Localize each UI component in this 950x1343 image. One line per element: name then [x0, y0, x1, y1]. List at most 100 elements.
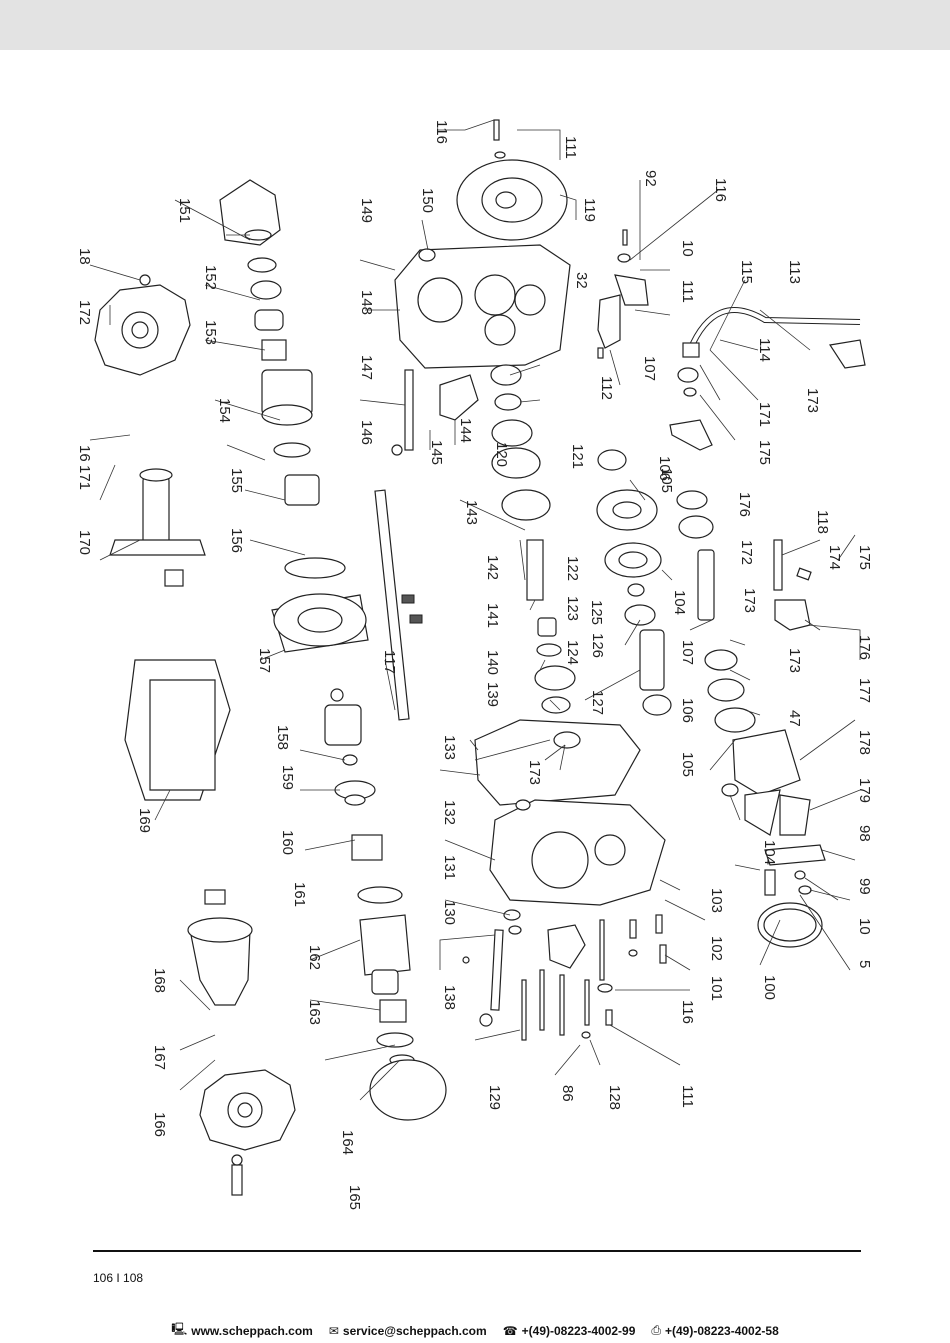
fax-number: +(49)-08223-4002-58	[665, 1323, 779, 1338]
part-label: 10	[679, 240, 696, 257]
footer-rule	[93, 1250, 861, 1252]
leader-lines	[89, 119, 861, 1101]
part-label: 178	[856, 730, 873, 755]
email-link[interactable]: service@scheppach.com	[342, 1323, 487, 1338]
second-column-assembly	[219, 179, 447, 1121]
part-label: 118	[814, 510, 831, 534]
part-label: 125	[588, 600, 605, 625]
part-label: 133	[441, 735, 458, 760]
part-label: 172	[738, 540, 755, 565]
header-band	[0, 0, 950, 50]
part-label: 47	[786, 710, 803, 727]
part-label: 92	[642, 170, 659, 187]
part-label: 111	[679, 1085, 696, 1108]
part-label: 145	[428, 440, 445, 465]
part-label: 132	[441, 800, 458, 825]
part-label: 124	[564, 640, 581, 665]
part-label: 119	[581, 198, 598, 222]
part-label: 116	[712, 178, 729, 202]
part-label: 176	[736, 492, 753, 517]
part-label: 173	[786, 648, 803, 673]
part-label: 152	[202, 265, 219, 290]
part-label: 130	[441, 900, 458, 925]
part-label: 151	[176, 198, 193, 223]
part-label: 167	[151, 1045, 168, 1070]
part-label: 103	[708, 888, 725, 913]
part-label: 143	[463, 500, 480, 525]
part-label: 174	[826, 545, 843, 570]
part-label: 115	[738, 260, 755, 284]
part-labels: 32 111 116 119 92 116 10 111 112 107 115…	[76, 120, 873, 1210]
part-label: 177	[856, 678, 873, 703]
part-label: 179	[856, 778, 873, 803]
part-label: 104	[761, 840, 778, 865]
part-label: 150	[419, 188, 436, 213]
part-label: 175	[756, 440, 773, 465]
part-label: 176	[856, 635, 873, 660]
part-label: 105	[679, 752, 696, 777]
footer-contact-bar: 🖳 www.scheppach.com ✉ service@scheppach.…	[0, 1318, 950, 1343]
part-label: 107	[679, 640, 696, 665]
part-label: 121	[569, 444, 586, 469]
part-label: 98	[856, 825, 873, 842]
part-label: 5	[856, 960, 873, 968]
part-label: 116	[433, 120, 450, 144]
part-label: 131	[441, 855, 458, 880]
part-label: 141	[484, 603, 501, 628]
exploded-parts-diagram: 32 111 116 119 92 116 10 111 112 107 115…	[0, 100, 950, 1240]
page-number: 106 I 108	[93, 1271, 144, 1285]
part-label: 163	[306, 1000, 323, 1025]
part-label: 138	[441, 985, 458, 1010]
diagram-canvas: 32 111 116 119 92 116 10 111 112 107 115…	[76, 119, 873, 1210]
website-link[interactable]: www.scheppach.com	[191, 1323, 313, 1338]
part-label: 128	[606, 1085, 623, 1110]
part-label: 16	[76, 445, 93, 462]
phone-number: +(49)-08223-4002-99	[521, 1323, 636, 1338]
part-label: 105	[658, 468, 675, 493]
part-label: 160	[279, 830, 296, 855]
part-label: 102	[708, 936, 725, 961]
part-label: 129	[486, 1085, 503, 1110]
phone-icon: ☎	[502, 1323, 518, 1338]
part-label: 172	[76, 300, 93, 325]
part-label: 165	[346, 1185, 363, 1210]
part-label: 111	[679, 280, 696, 303]
right-assembly	[596, 229, 866, 948]
part-label: 126	[589, 633, 606, 658]
footer-email[interactable]: ✉ service@scheppach.com	[329, 1324, 487, 1338]
part-label: 10	[856, 918, 873, 935]
part-label: 86	[559, 1085, 576, 1102]
part-label: 166	[151, 1112, 168, 1137]
part-label: 175	[856, 545, 873, 570]
part-label: 159	[279, 765, 296, 790]
part-label: 162	[306, 945, 323, 970]
envelope-icon: ✉	[328, 1323, 339, 1338]
part-label: 149	[358, 198, 375, 223]
part-label: 123	[564, 596, 581, 621]
part-label: 171	[76, 465, 93, 490]
part-label: 112	[598, 376, 615, 400]
part-label: 148	[358, 290, 375, 315]
part-label: 173	[804, 388, 821, 413]
footer-website[interactable]: 🖳 www.scheppach.com	[171, 1320, 313, 1341]
part-label: 170	[76, 530, 93, 555]
part-label: 140	[484, 650, 501, 675]
part-label: 18	[76, 248, 93, 265]
fax-icon: ⎙	[651, 1323, 661, 1337]
part-label: 111	[562, 136, 579, 159]
part-label: 113	[786, 260, 803, 284]
part-label: 171	[756, 402, 773, 427]
part-label: 139	[484, 682, 501, 707]
part-label: 157	[256, 648, 273, 673]
part-label: 116	[679, 1000, 696, 1024]
part-label: 144	[457, 418, 474, 443]
part-label: 156	[228, 528, 245, 553]
footer-phone: ☎ +(49)-08223-4002-99	[503, 1324, 636, 1338]
part-label: 106	[679, 698, 696, 723]
part-label: 164	[339, 1130, 356, 1155]
part-label: 120	[493, 442, 510, 467]
footer-fax: ⎙ +(49)-08223-4002-58	[651, 1323, 778, 1338]
part-label: 117	[381, 650, 398, 674]
part-label: 107	[641, 356, 658, 381]
part-label: 155	[228, 468, 245, 493]
